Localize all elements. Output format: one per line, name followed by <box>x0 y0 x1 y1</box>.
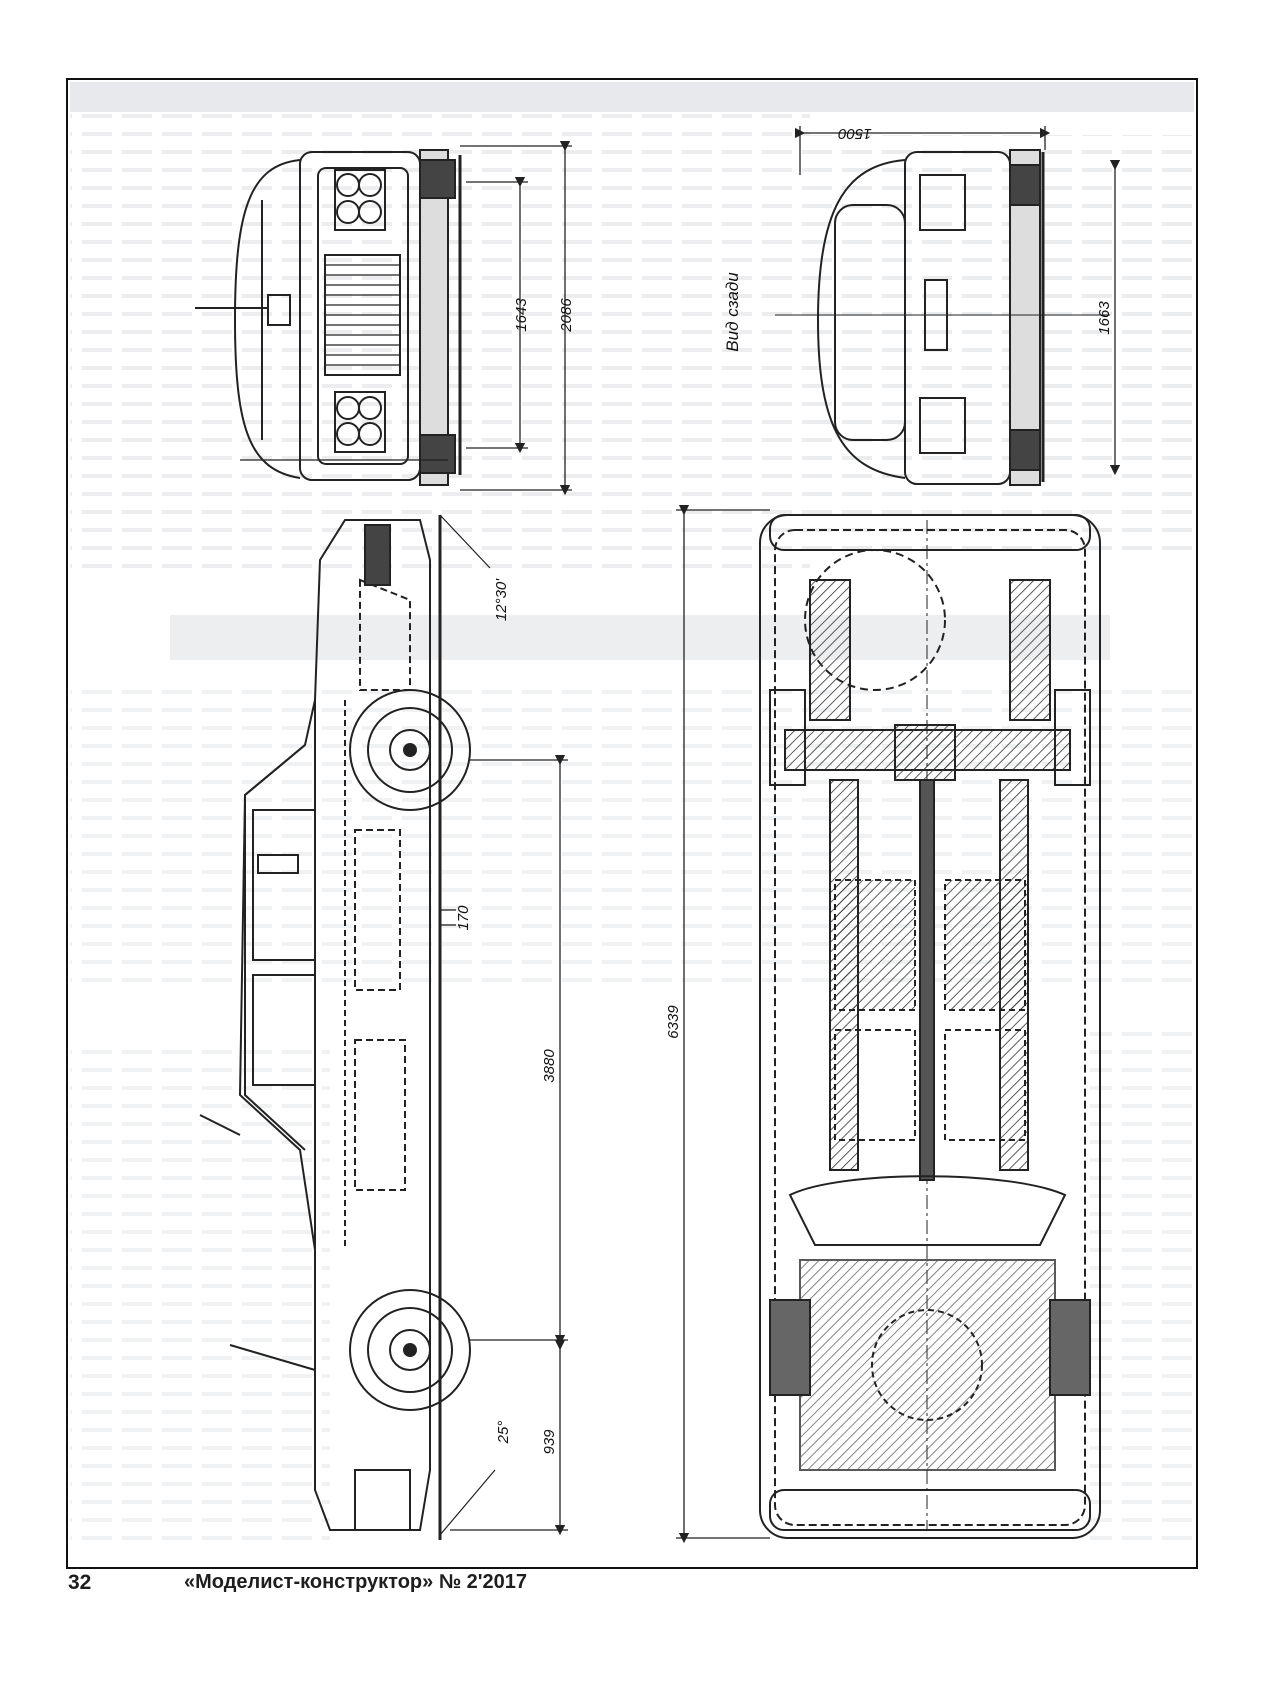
dim-front-overhang: 939 <box>541 1429 558 1455</box>
dim-overall-width: 2086 <box>558 298 575 333</box>
dim-rear-width: 1500 <box>838 125 872 142</box>
front-view <box>195 149 462 486</box>
rear-view-caption: Вид сзади <box>723 272 742 352</box>
show-through-text <box>70 82 1194 1550</box>
journal-title: «Моделист-конструктор» № 2'2017 <box>184 1571 528 1593</box>
side-view <box>199 514 496 1540</box>
dim-rear-overhang-angle: 12°30' <box>493 578 510 621</box>
page-footer: 32 «Моделист-конструктор» № 2'2017 <box>0 1571 1265 1611</box>
dim-overall-length: 6339 <box>665 1005 682 1039</box>
dim-ground-clearance: 170 <box>455 905 472 931</box>
rear-dimensions <box>794 126 1121 476</box>
dim-wheelbase: 3880 <box>541 1049 558 1083</box>
dim-rear-track: 1663 <box>1096 301 1113 335</box>
dim-front-track: 1643 <box>513 298 530 332</box>
top-dimensions <box>676 504 770 1544</box>
side-dimensions <box>440 754 568 1536</box>
top-view <box>759 514 1101 1539</box>
dim-approach-angle: 25° <box>495 1421 512 1445</box>
page-number: 32 <box>68 1571 92 1594</box>
rear-view <box>775 149 1110 486</box>
front-dimensions <box>460 140 572 496</box>
